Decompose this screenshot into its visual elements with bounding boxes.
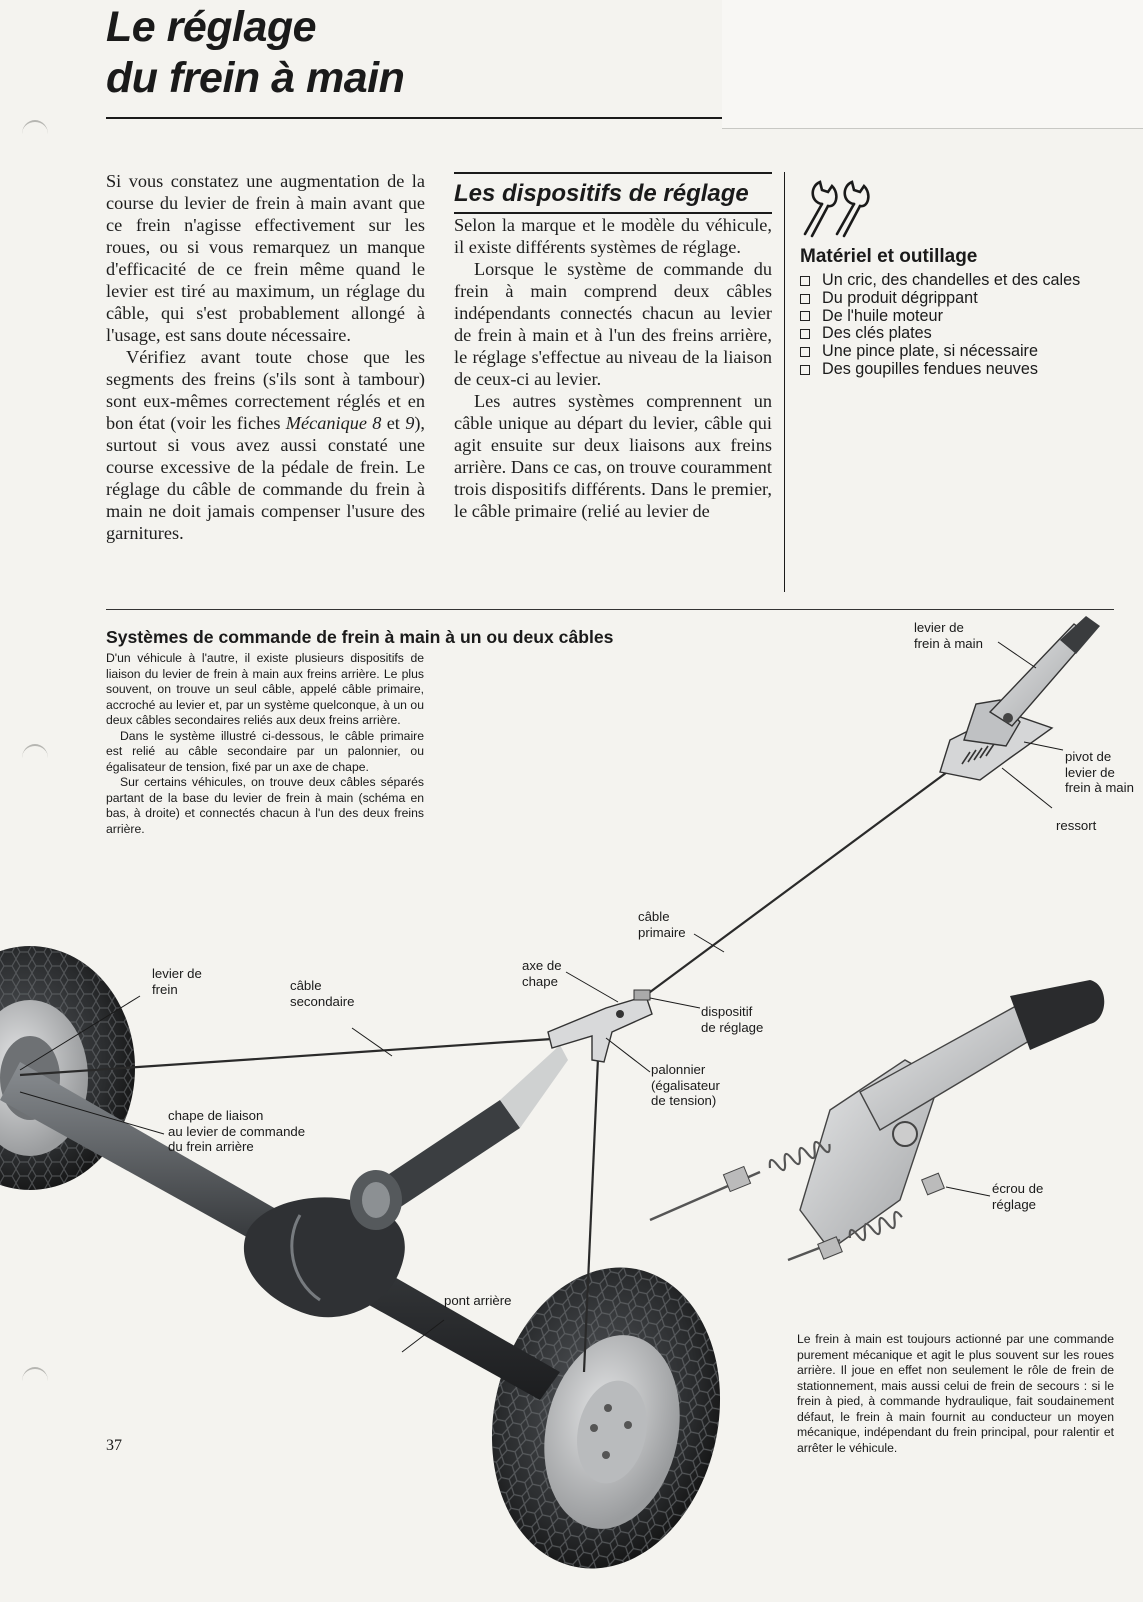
section-divider bbox=[106, 609, 1114, 610]
secondary-cable-right bbox=[582, 1057, 600, 1373]
tools-heading: Matériel et outillage bbox=[800, 246, 978, 267]
tools-item: Un cric, des chandelles et des cales bbox=[800, 271, 1080, 290]
systems-paragraph-3: Sur certains véhicules, on trouve deux c… bbox=[106, 775, 424, 836]
tools-item: Une pince plate, si nécessaire bbox=[800, 342, 1080, 361]
intro-paragraph-1: Si vous constatez une augmentation de la… bbox=[106, 171, 425, 345]
adjustment-devices-column: Selon la marque et le modèle du véhicule… bbox=[454, 214, 772, 522]
checkbox-icon[interactable] bbox=[800, 329, 810, 340]
label-spring: ressort bbox=[1056, 818, 1097, 833]
checkbox-icon[interactable] bbox=[800, 347, 810, 358]
adjustment-devices-heading: Les dispositifs de réglage bbox=[454, 172, 772, 214]
title-rule bbox=[106, 117, 723, 119]
label-hand-lever: levier de frein à main bbox=[914, 620, 983, 651]
bottom-handbrake-lever bbox=[649, 980, 1105, 1262]
tools-item: De l'huile moteur bbox=[800, 307, 1080, 326]
page-number: 37 bbox=[106, 1437, 122, 1454]
tools-item: Des clés plates bbox=[800, 325, 1080, 343]
tools-checklist: Un cric, des chandelles et des cales Du … bbox=[800, 271, 1080, 379]
right-wheel bbox=[491, 1267, 721, 1569]
label-pivot: pivot de levier de frein à main bbox=[1065, 749, 1134, 795]
label-brake-lever: levier de frein bbox=[152, 966, 202, 997]
devices-paragraph-3: Les autres systèmes comprennent un câble… bbox=[454, 391, 772, 521]
systems-paragraph-1: D'un véhicule à l'autre, il existe plusi… bbox=[106, 651, 424, 727]
label-adjust-nut: écrou de réglage bbox=[992, 1181, 1044, 1212]
devices-paragraph-2: Lorsque le système de commande du frein … bbox=[454, 259, 772, 389]
binder-hole-top bbox=[22, 120, 48, 148]
primary-cable bbox=[641, 763, 959, 999]
leader-lines bbox=[19, 641, 1064, 1353]
systems-description: D'un véhicule à l'autre, il existe plusi… bbox=[106, 651, 424, 837]
binder-hole-bottom bbox=[22, 1367, 48, 1395]
tools-item: Des goupilles fendues neuves bbox=[800, 360, 1080, 379]
checkbox-icon[interactable] bbox=[800, 311, 810, 322]
checkbox-icon[interactable] bbox=[800, 293, 810, 304]
caption-text: Le frein à main est toujours actionné pa… bbox=[797, 1332, 1114, 1455]
checkbox-icon[interactable] bbox=[800, 275, 810, 286]
equalizer bbox=[547, 989, 653, 1063]
devices-paragraph-1: Selon la marque et le modèle du véhicule… bbox=[454, 215, 772, 257]
cables bbox=[19, 763, 959, 1373]
tools-item: Du produit dégrippant bbox=[800, 289, 1080, 308]
binder-hole-middle bbox=[22, 744, 48, 772]
label-clevis-pin: axe de chape bbox=[522, 958, 562, 989]
intro-paragraph-2: Vérifiez avant toute chose que les segme… bbox=[106, 347, 425, 543]
rear-axle bbox=[0, 1045, 568, 1400]
page-title: Le réglage du frein à main bbox=[106, 3, 405, 102]
label-equalizer: palonnier (égalisateur de tension) bbox=[651, 1062, 720, 1108]
label-adjuster: dispositif de réglage bbox=[701, 1004, 764, 1035]
header-blank-panel bbox=[722, 0, 1143, 129]
systems-heading: Systèmes de commande de frein à main à u… bbox=[106, 627, 614, 647]
label-primary-cable: câble primaire bbox=[638, 909, 686, 940]
intro-column: Si vous constatez une augmentation de la… bbox=[106, 170, 425, 544]
wrench-icon bbox=[803, 180, 870, 238]
label-clevis-link: chape de liaison au levier de commande d… bbox=[168, 1108, 306, 1154]
label-secondary-cable: câble secondaire bbox=[290, 978, 355, 1009]
checkbox-icon[interactable] bbox=[800, 364, 810, 375]
top-handbrake-lever bbox=[939, 616, 1100, 781]
column-divider bbox=[784, 172, 785, 592]
label-rear-axle: pont arrière bbox=[444, 1293, 512, 1308]
secondary-cable-left bbox=[19, 1037, 553, 1077]
systems-paragraph-2: Dans le système illustré ci-dessous, le … bbox=[106, 728, 424, 774]
